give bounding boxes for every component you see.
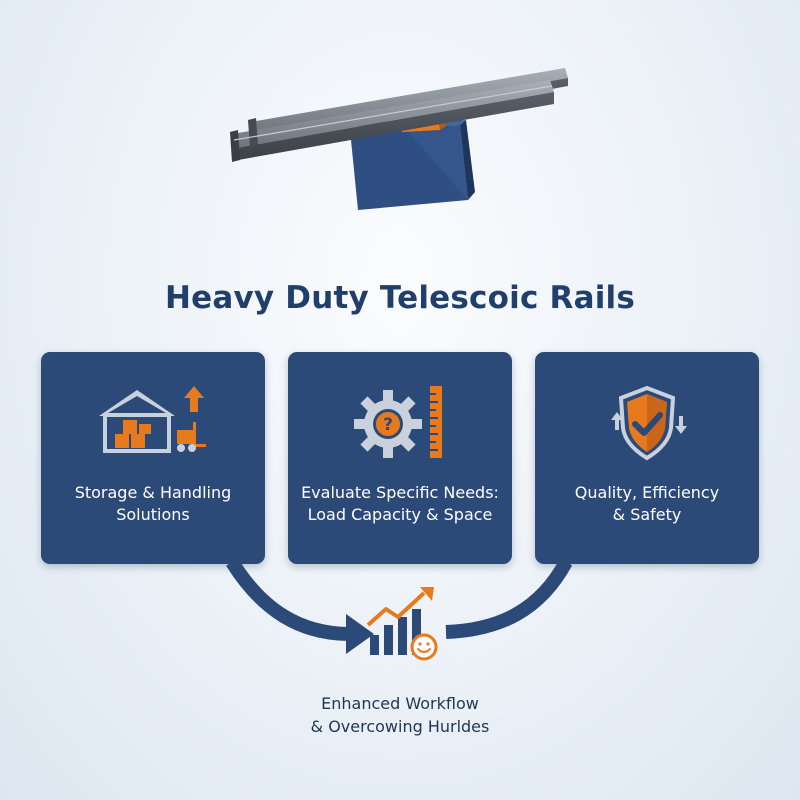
page-title: Heavy Duty Telescoic Rails	[164, 280, 636, 316]
gear-question-ruler-icon: ?	[354, 386, 442, 458]
card-evaluate-needs: ? Evaluate Specific Needs: Load Capacity…	[288, 352, 512, 564]
right-flow-arrow	[445, 558, 573, 639]
warehouse-forklift-icon	[99, 386, 206, 453]
shield-check-icon	[611, 385, 687, 461]
svg-text:?: ?	[383, 415, 393, 435]
card-label: Storage & Handling Solutions	[74, 483, 232, 524]
left-arrowhead	[346, 614, 374, 654]
card-quality-safety: Quality, Efficiency & Safety	[535, 352, 759, 564]
growth-chart-smiley-icon	[366, 587, 438, 661]
left-flow-arrow	[226, 558, 351, 641]
card-label: Quality, Efficiency & Safety	[574, 483, 720, 524]
rail-illustration	[230, 68, 568, 210]
flow-arrows	[226, 558, 573, 654]
card-storage-handling: Storage & Handling Solutions	[41, 352, 265, 564]
card-label: Evaluate Specific Needs: Load Capacity &…	[301, 483, 499, 524]
outcome-label: Enhanced Workflow & Overcowing Hurldes	[310, 694, 490, 736]
